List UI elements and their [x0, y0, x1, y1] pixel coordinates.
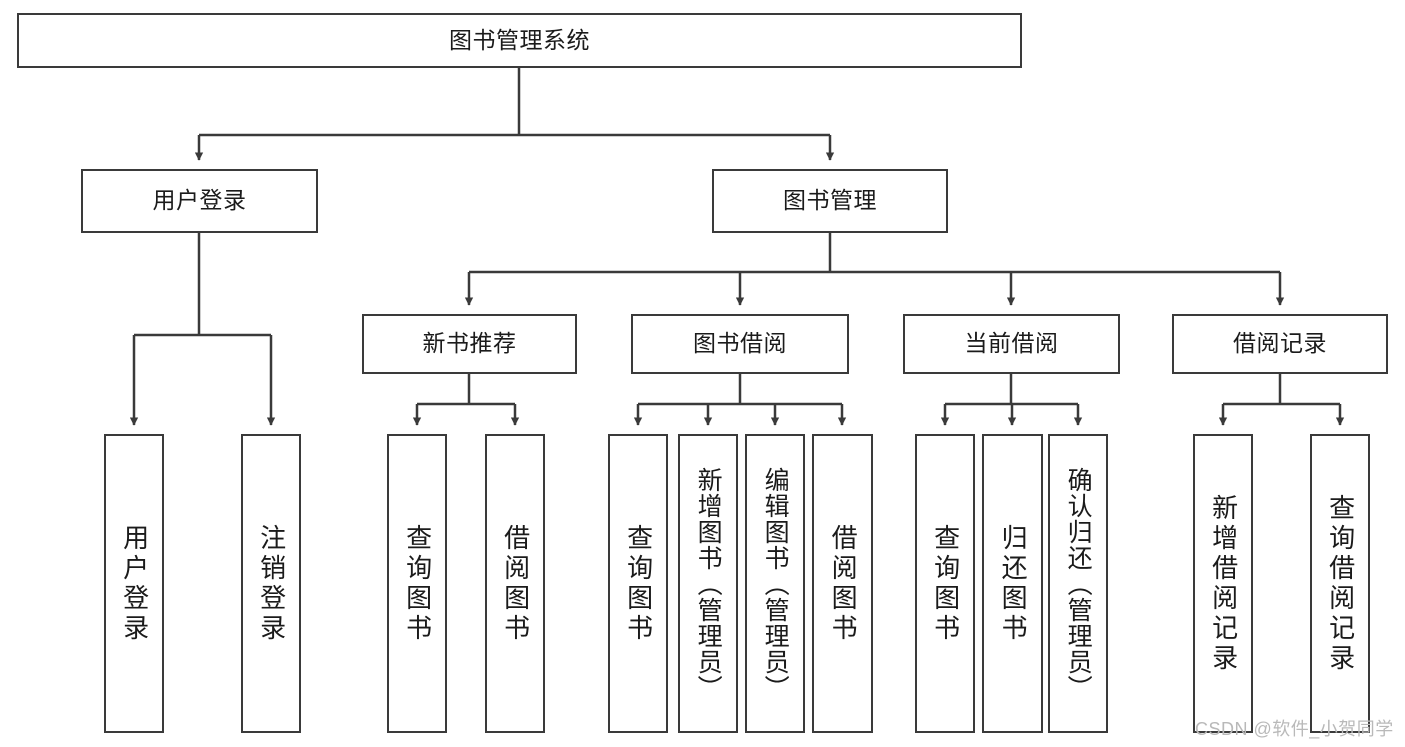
node-book-manage-label: 图书管理: [783, 187, 877, 214]
node-current-borrow-label: 当前借阅: [964, 330, 1059, 357]
node-book-borrow-label: 图书借阅: [693, 330, 787, 357]
node-leaf-query-book-3-label: 查询图书: [930, 523, 961, 644]
node-leaf-query-book-3[interactable]: 查询图书: [915, 434, 975, 733]
node-root[interactable]: 图书管理系统: [17, 13, 1022, 68]
node-leaf-query-book-2-label: 查询图书: [623, 523, 654, 644]
node-leaf-add-record[interactable]: 新增借阅记录: [1193, 434, 1253, 733]
node-leaf-logout[interactable]: 注销登录: [241, 434, 301, 733]
node-leaf-edit-book[interactable]: 编辑图书（管理员）: [745, 434, 805, 733]
node-leaf-query-record-label: 查询借阅记录: [1325, 493, 1356, 674]
node-user-login[interactable]: 用户登录: [81, 169, 318, 233]
node-leaf-add-book[interactable]: 新增图书（管理员）: [678, 434, 738, 733]
node-leaf-edit-book-label: 编辑图书（管理员）: [761, 466, 790, 701]
node-borrow-record-label: 借阅记录: [1233, 330, 1327, 357]
node-leaf-borrow-book-2-label: 借阅图书: [828, 523, 859, 644]
node-new-book-recommend[interactable]: 新书推荐: [362, 314, 577, 374]
node-leaf-return-book[interactable]: 归还图书: [982, 434, 1043, 733]
node-leaf-logout-label: 注销登录: [256, 523, 287, 644]
node-leaf-query-book-1[interactable]: 查询图书: [387, 434, 447, 733]
node-leaf-confirm-return-label: 确认归还（管理员）: [1064, 466, 1093, 701]
node-new-book-recommend-label: 新书推荐: [422, 330, 517, 357]
node-leaf-confirm-return[interactable]: 确认归还（管理员）: [1048, 434, 1108, 733]
node-borrow-record[interactable]: 借阅记录: [1172, 314, 1388, 374]
node-leaf-borrow-book-1-label: 借阅图书: [500, 523, 531, 644]
node-leaf-borrow-book-1[interactable]: 借阅图书: [485, 434, 545, 733]
node-leaf-add-book-label: 新增图书（管理员）: [694, 466, 723, 701]
node-leaf-query-book-2[interactable]: 查询图书: [608, 434, 668, 733]
csdn-watermark: CSDN @软件_小贺同学: [1195, 719, 1394, 739]
node-current-borrow[interactable]: 当前借阅: [903, 314, 1120, 374]
node-root-label: 图书管理系统: [449, 26, 590, 53]
node-leaf-query-book-1-label: 查询图书: [402, 523, 433, 644]
node-book-manage[interactable]: 图书管理: [712, 169, 948, 233]
node-leaf-user-login-label: 用户登录: [119, 523, 150, 644]
node-leaf-borrow-book-2[interactable]: 借阅图书: [812, 434, 873, 733]
node-leaf-add-record-label: 新增借阅记录: [1208, 493, 1239, 674]
node-leaf-user-login[interactable]: 用户登录: [104, 434, 164, 733]
node-leaf-return-book-label: 归还图书: [998, 523, 1029, 644]
node-book-borrow[interactable]: 图书借阅: [631, 314, 849, 374]
node-leaf-query-record[interactable]: 查询借阅记录: [1310, 434, 1370, 733]
node-user-login-label: 用户登录: [152, 187, 247, 214]
